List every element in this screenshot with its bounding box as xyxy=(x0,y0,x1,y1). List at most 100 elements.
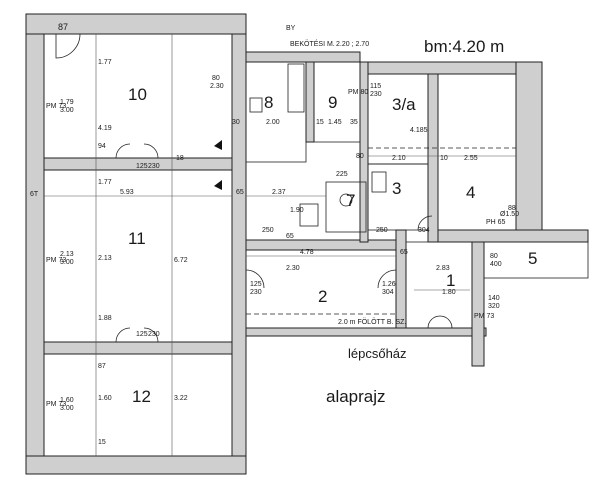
outer-walls xyxy=(25,13,589,475)
dim-304: 304 xyxy=(382,289,394,296)
room-1-number: 1 xyxy=(446,271,455,290)
dim-230c: 230 xyxy=(148,163,160,170)
dimension-texts: 87 80 2.30 115 230 PM 80 30 2.00 15 1.45… xyxy=(30,22,519,446)
room-4-number: 4 xyxy=(466,183,475,202)
dim-230f: 230 xyxy=(148,331,160,338)
door-11-12-right xyxy=(143,327,159,343)
wall-2-1 xyxy=(395,229,407,331)
dim-125b: 125 xyxy=(250,281,262,288)
dim-94: 94 xyxy=(98,143,106,150)
dim-80b: 80 xyxy=(356,153,364,160)
floorplan-caption: alaprajz xyxy=(326,387,386,406)
room-8-outline xyxy=(245,61,307,163)
wall-above-2 xyxy=(245,239,397,251)
arrow-marker-2 xyxy=(214,180,222,190)
room-12-number: 12 xyxy=(132,387,151,406)
dim-125c: 125 xyxy=(136,331,148,338)
dim-300c: 3.00 xyxy=(60,405,74,412)
door-11-2 xyxy=(245,269,265,289)
header-texts: bm:4.20 m BEKÖTÉSI M. 2.20 ; 2.70 BY xyxy=(286,25,504,56)
dim-pm73d: PM 73 xyxy=(474,313,494,320)
dim-672: 6.72 xyxy=(174,257,188,264)
dim-400: 400 xyxy=(490,261,502,268)
dim-300a: 3.00 xyxy=(60,107,74,114)
dim-65c: 65 xyxy=(286,233,294,240)
room-9-number: 9 xyxy=(328,93,337,112)
boiler xyxy=(339,193,353,207)
dim-188: 1.88 xyxy=(98,315,112,322)
dim-300b: 3.00 xyxy=(60,259,74,266)
dim-160b: 1.60 xyxy=(98,395,112,402)
dim-115: 115 xyxy=(370,83,381,90)
dimension-lines xyxy=(44,34,516,456)
room-3-outline xyxy=(367,163,429,231)
dim-88: 88 xyxy=(508,205,516,212)
room-5-number: 5 xyxy=(528,249,537,268)
door-room10-corner xyxy=(55,33,81,59)
wash-basin xyxy=(249,97,263,113)
arrow-marker-1 xyxy=(214,140,222,150)
dim-230d: 2.30 xyxy=(286,265,300,272)
top-wall-service xyxy=(245,51,361,63)
dim-237: 2.37 xyxy=(272,189,286,196)
wall-room1-right xyxy=(471,241,485,367)
door-3 xyxy=(417,215,433,231)
dim-150: Ø1.50 xyxy=(500,211,519,218)
dim-10: 10 xyxy=(440,155,448,162)
height-note: bm:4.20 m xyxy=(424,37,504,56)
dim-65b: 65 xyxy=(400,249,408,256)
top-wall-3a-4 xyxy=(359,61,521,75)
dim-213b: 2.13 xyxy=(60,251,74,258)
room-8-number: 8 xyxy=(264,93,273,112)
dim-250: 250 xyxy=(262,227,274,234)
staircase-caption: lépcsőház xyxy=(348,346,407,361)
dim-pm65: PH 65 xyxy=(486,219,506,226)
inner-right-wall xyxy=(231,33,247,475)
room-1-outline xyxy=(405,241,473,329)
door-swings xyxy=(55,33,453,343)
dim-80: 80 xyxy=(212,75,220,82)
dim-320: 320 xyxy=(488,303,500,310)
dim-230: 2.30 xyxy=(210,83,224,90)
dim-419: 4.19 xyxy=(98,125,112,132)
wall-8-9 xyxy=(305,61,315,143)
bottom-wall xyxy=(25,455,247,475)
door-1-stairs-left xyxy=(427,315,441,329)
wc-box xyxy=(299,203,319,227)
door-1-stairs-right xyxy=(439,315,453,329)
dim-15b: 15 xyxy=(98,439,106,446)
dim-30: 30 xyxy=(232,119,240,126)
wall-11-12 xyxy=(43,341,233,355)
dim-126: 1.26 xyxy=(382,281,396,288)
dim-4185: 4.185 xyxy=(410,127,428,134)
dim-213: 2.13 xyxy=(98,255,112,262)
dim-15: 15 xyxy=(316,119,324,126)
dim-pm73c: PM 73 xyxy=(46,401,66,408)
dim-190: 1.90 xyxy=(290,207,304,214)
fixtures xyxy=(249,63,387,227)
dim-304b: 304 xyxy=(418,227,430,234)
room-12-outline xyxy=(43,353,233,457)
connection-label: BEKÖTÉSI M. xyxy=(290,39,335,48)
dim-179: 1.79 xyxy=(60,99,74,106)
room-11-number: 11 xyxy=(128,229,146,248)
wall-below-2 xyxy=(245,327,487,337)
room-3a-number: 3/a xyxy=(392,95,416,114)
dim-478: 4.78 xyxy=(300,249,314,256)
connection-value: 2.20 ; 2.70 xyxy=(336,41,369,48)
dim-87: 87 xyxy=(98,363,106,370)
dim-255: 2.55 xyxy=(464,155,478,162)
dim-35: 35 xyxy=(350,119,358,126)
bottom-wall-room4 xyxy=(437,229,589,243)
dim-2m-note: 2.0 m FÖLÖTT B. SZ. xyxy=(338,318,406,326)
room-9-outline xyxy=(313,61,361,143)
captions: lépcsőház alaprajz xyxy=(326,346,407,406)
dim-pm73a: PM 73 xyxy=(46,103,66,110)
corner-87: 87 xyxy=(58,22,68,32)
dim-140: 140 xyxy=(488,295,500,302)
direction-arrows xyxy=(214,140,222,190)
dim-250b: 250 xyxy=(376,227,388,234)
room-3-number: 3 xyxy=(392,179,401,198)
dim-65: 65 xyxy=(236,189,244,196)
room-numbers: 10 11 12 8 9 3/a 3 4 5 1 2 7 xyxy=(128,85,537,406)
